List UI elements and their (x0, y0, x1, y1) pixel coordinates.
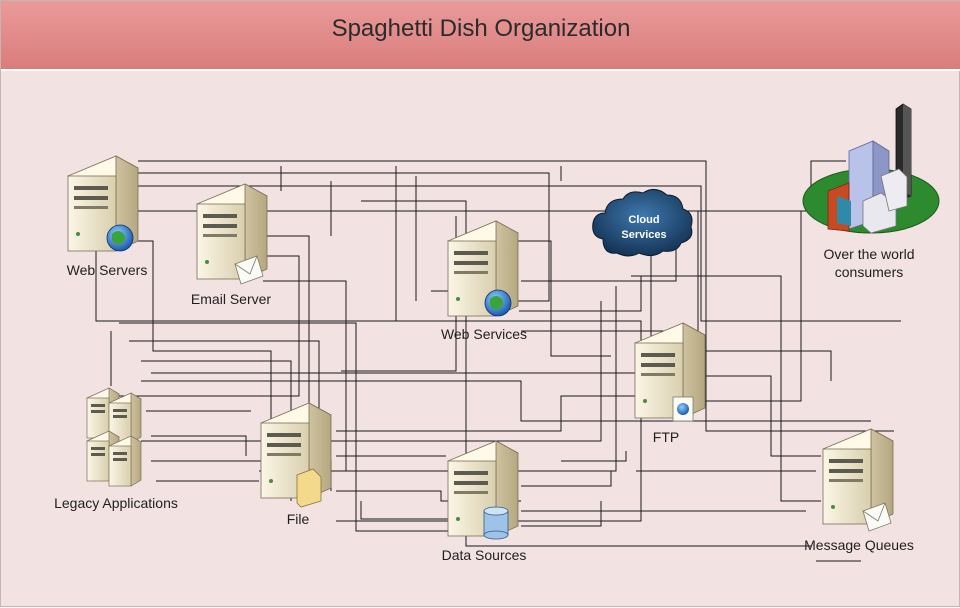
file-server-node (260, 402, 332, 508)
data-sources-label: Data Sources (441, 547, 527, 563)
envelope-icon (862, 502, 892, 532)
legacy-applications-node (86, 387, 142, 487)
consumers-label-line2: consumers (834, 264, 904, 280)
cloud-label-line1: Cloud (628, 214, 659, 226)
web-services-node (447, 220, 519, 317)
data-sources-node (447, 440, 519, 540)
email-server-node (196, 183, 268, 285)
city-buildings-icon (827, 103, 912, 234)
globe-icon (484, 289, 512, 317)
consumers-label-line1: Over the world (823, 246, 915, 262)
city-consumers-node (802, 103, 940, 234)
cloud-label-line2: Services (621, 229, 666, 241)
legacy-applications-label: Legacy Applications (54, 495, 178, 511)
message-queues-label: Message Queues (804, 537, 914, 553)
web-services-label: Web Services (440, 326, 528, 342)
page-title: Spaghetti Dish Organization (331, 15, 631, 42)
email-server-label: Email Server (190, 291, 272, 307)
ftp-document-icon (672, 396, 694, 422)
envelope-icon (234, 255, 264, 285)
ftp-node (634, 322, 706, 422)
cloud-services-node: Cloud Services (592, 189, 693, 257)
web-servers-label: Web Servers (66, 262, 148, 278)
consumers-label: Over the world consumers (809, 245, 929, 281)
title-banner: Spaghetti Dish Organization (1, 1, 960, 71)
folder-icon (296, 468, 322, 508)
message-queues-node (822, 428, 894, 532)
ftp-label: FTP (652, 429, 680, 445)
globe-icon (106, 224, 134, 252)
database-icon (483, 506, 509, 540)
web-servers-node (67, 155, 139, 252)
file-label: File (286, 511, 310, 527)
